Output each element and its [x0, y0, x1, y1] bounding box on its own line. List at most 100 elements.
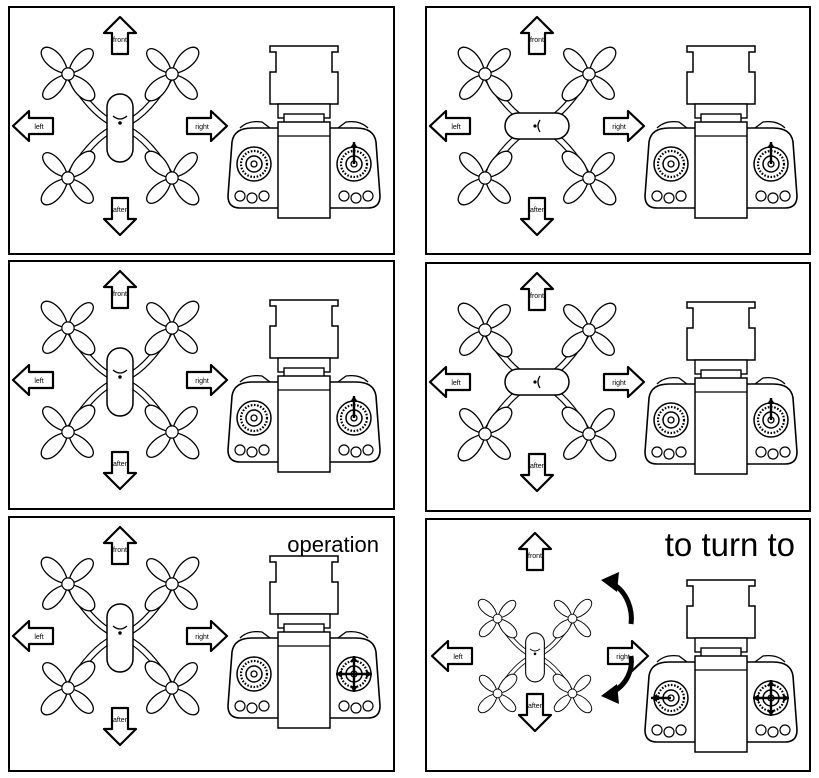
stick-arrow-head [350, 656, 358, 662]
direction-arrow-left: left [11, 109, 55, 143]
blade [42, 327, 69, 354]
blade [477, 598, 499, 620]
phone-slot [694, 655, 748, 753]
shoulder-left [656, 376, 688, 385]
rotor-hub [165, 681, 179, 695]
arrow-shape [602, 365, 646, 399]
blade [42, 73, 69, 100]
blade [561, 73, 590, 102]
blade [171, 73, 198, 100]
arrow-label-after: after [113, 717, 128, 724]
blade [40, 556, 69, 585]
blade [146, 687, 173, 714]
blade [478, 674, 499, 695]
controller-button [234, 190, 246, 202]
rotor-hub [478, 171, 492, 185]
thumbstick [336, 656, 372, 692]
blade [459, 329, 486, 356]
controller-button [663, 448, 675, 460]
thumbstick [651, 680, 689, 716]
rotor-hub [478, 427, 492, 441]
controller-button [338, 444, 350, 456]
drone-camera [118, 375, 122, 379]
arrow-label-after: after [113, 461, 128, 468]
blade [588, 73, 615, 100]
arrow-shape [517, 531, 553, 572]
blade [588, 408, 615, 435]
blade [67, 177, 94, 204]
thumbstick [753, 142, 789, 182]
blade [588, 46, 617, 75]
arrow-label-right: right [195, 124, 209, 131]
blade [146, 177, 173, 204]
arrow-shape [428, 365, 472, 399]
shoulder-left [239, 374, 271, 383]
direction-arrow-after: after [519, 452, 555, 493]
direction-arrow-left: left [428, 365, 472, 399]
blade [459, 152, 486, 179]
stick-center [250, 670, 258, 678]
blade [497, 673, 518, 694]
blade [146, 302, 173, 329]
arrow-label-right: right [616, 654, 630, 661]
blade [40, 687, 69, 716]
propeller [561, 46, 617, 102]
rotor-hub [165, 171, 179, 185]
arrow-shape [519, 271, 555, 312]
arrow-label-left: left [34, 634, 43, 641]
arrow-label-after: after [113, 207, 128, 214]
controller-button [246, 702, 258, 714]
rotor-hub [61, 171, 75, 185]
blade [144, 583, 173, 612]
drone [457, 302, 617, 462]
drone [40, 556, 200, 716]
blade [457, 302, 486, 331]
controller-button [338, 700, 350, 712]
propeller [40, 300, 96, 356]
rotor-hub [165, 67, 179, 81]
controller-button [767, 726, 779, 738]
propeller [40, 46, 96, 102]
rotor-hub [567, 613, 578, 624]
arrow-shape [11, 109, 55, 143]
blade [67, 73, 96, 102]
thumbstick [753, 398, 789, 438]
controller-button [258, 700, 270, 712]
drone-body [525, 632, 545, 683]
rotor-hub [165, 321, 179, 335]
blade [171, 46, 200, 75]
drone-camera [533, 124, 537, 128]
arrow-label-front: front [528, 553, 542, 560]
propeller [552, 598, 593, 639]
drone-camera [118, 121, 122, 125]
stick-arrow-head [767, 398, 775, 404]
direction-arrow-left: left [11, 363, 55, 397]
rotor-hub [567, 688, 578, 699]
panel-6-caption: to turn to [664, 526, 795, 563]
direction-arrow-right: right [602, 365, 646, 399]
blade [171, 406, 198, 433]
controller-button [350, 702, 362, 714]
blade [478, 617, 499, 638]
drone [40, 46, 200, 206]
arrow-label-after: after [530, 463, 545, 470]
phone-clamp [269, 555, 339, 615]
arrow-shape [430, 639, 474, 673]
blade [553, 692, 574, 713]
direction-arrow-front: front [517, 531, 553, 572]
blade [496, 599, 517, 620]
arrow-shape [602, 109, 646, 143]
propeller [552, 673, 593, 714]
blade [484, 73, 513, 102]
propeller [144, 556, 200, 612]
blade [171, 583, 198, 610]
blade [552, 673, 573, 694]
blade [484, 177, 511, 204]
stick-center [667, 416, 675, 424]
controller-button [246, 192, 258, 204]
arrow-label-right: right [195, 378, 209, 385]
arrow-label-left: left [34, 124, 43, 131]
